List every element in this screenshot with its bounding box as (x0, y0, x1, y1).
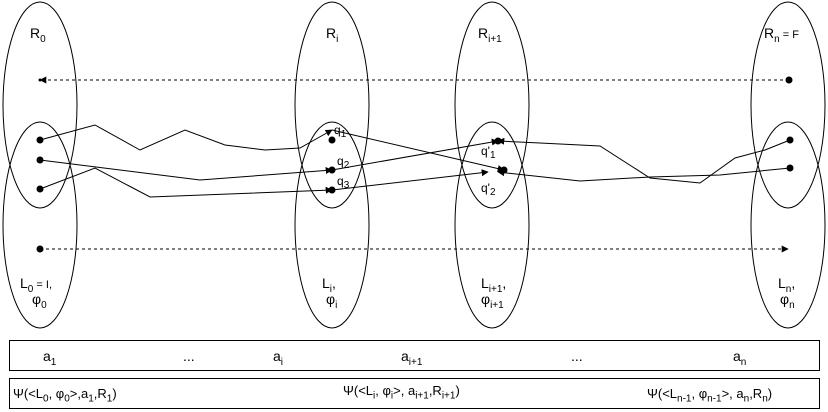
dot-q3 (328, 186, 336, 194)
region-ri-ellipse (294, 1, 370, 209)
label-phii: φi (326, 291, 337, 311)
dot-l0-dashed-source (36, 245, 44, 253)
label-li: Li, (322, 275, 336, 295)
region-l0-ellipse (2, 121, 78, 329)
dot-qp2 (500, 166, 508, 174)
region-li1-ellipse (454, 121, 530, 329)
psi-middle: Ψ(<Li, φi>, ai+1,Ri+1) (343, 383, 460, 402)
run-path-to-q1 (39, 124, 333, 151)
ellipsis-2: ... (571, 348, 583, 364)
run-path-from-final-upper (497, 137, 791, 184)
letter-a1: a1 (43, 348, 57, 368)
label-q2: q2 (337, 154, 350, 171)
dot-l0-2 (36, 156, 44, 164)
label-qp1: q'1 (481, 144, 496, 161)
psi-formula-box: Ψ(<L0, φ0>,a1,R1) Ψ(<Li, φi>, ai+1,Ri+1)… (9, 378, 820, 409)
transition-q2-to-qp1 (331, 138, 499, 171)
label-ri: Ri (326, 25, 338, 45)
label-q1: q1 (334, 123, 347, 140)
transition-q1-to-qp2 (331, 129, 505, 172)
letter-ai: ai (273, 348, 284, 368)
label-li1: Li+1, (481, 275, 506, 295)
label-r0: R0 (30, 25, 46, 45)
label-phii1: φi+1 (481, 291, 504, 311)
psi-first: Ψ(<L0, φ0>,a1,R1) (13, 386, 117, 405)
region-ri1-ellipse (454, 1, 530, 209)
dot-l0-1 (36, 136, 44, 144)
dot-rn-dashed-source (785, 76, 793, 84)
psi-last: Ψ(<Ln-1, φn-1>, an,Rn) (647, 386, 773, 405)
label-phin: φn (780, 291, 795, 311)
region-r0-ellipse (2, 1, 78, 209)
region-ln-ellipse (750, 121, 826, 329)
label-phi0: φ0 (32, 291, 47, 311)
region-rn-ellipse (750, 1, 826, 209)
label-ri1: Ri+1 (478, 25, 502, 45)
dot-q1 (328, 136, 336, 144)
input-word-box: a1 ... ai ai+1 ... an (9, 340, 820, 371)
label-qp2: q'2 (481, 181, 496, 198)
region-li-ellipse (294, 121, 370, 329)
dot-rn-1 (786, 136, 794, 144)
run-path-from-final-lower (497, 167, 791, 182)
letter-ai1: ai+1 (401, 348, 423, 368)
ellipsis-1: ... (183, 348, 195, 364)
dot-q2 (328, 166, 336, 174)
label-rn: Rn = F (764, 25, 799, 45)
run-path-to-q2 (39, 159, 333, 181)
label-l0: L0 = I, (20, 275, 52, 295)
label-ln: Ln, (778, 275, 795, 295)
dot-qp1 (494, 137, 502, 145)
dot-rn-2 (786, 164, 794, 172)
run-path-to-q3 (39, 167, 333, 198)
transition-q3-to-qp2 (331, 169, 489, 191)
dot-l0-3 (36, 185, 44, 193)
dot-r0-dashed-target (38, 78, 42, 82)
letter-an: an (733, 348, 747, 368)
label-q3: q3 (337, 174, 350, 191)
